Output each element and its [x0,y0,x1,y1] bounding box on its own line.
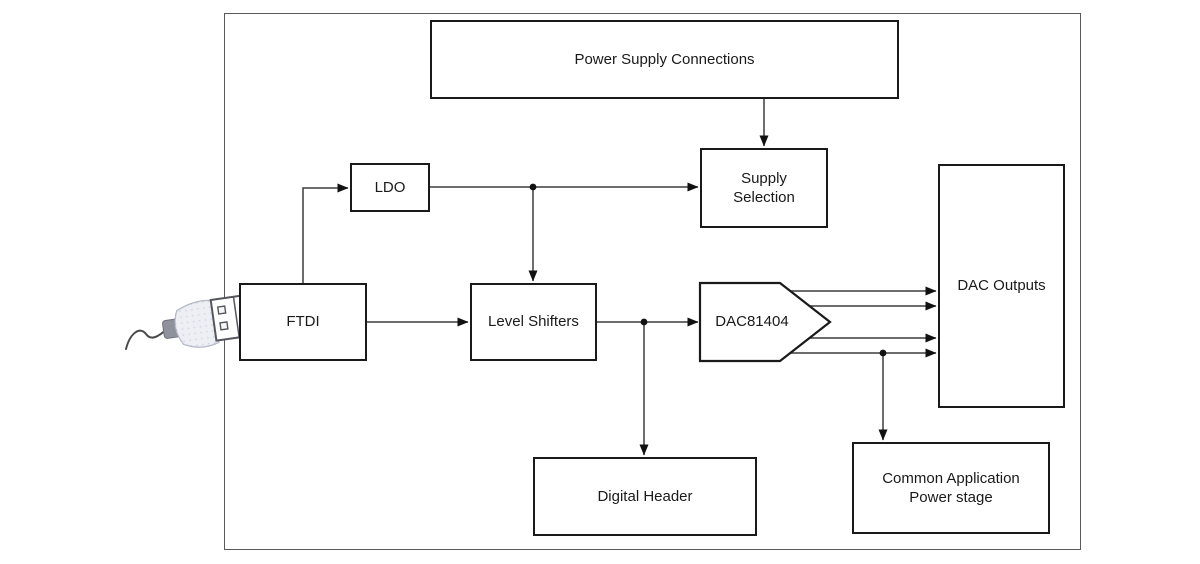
block-label: Digital Header [597,487,693,505]
block-common-application-power-stage: Common Application Power stage [852,442,1050,534]
junction-dot-output4-line [879,349,887,357]
junction-dot-spi-line [640,318,648,326]
block-label: Power Supply Connections [574,50,755,68]
block-dac81404-shape [698,281,832,363]
block-level-shifters: Level Shifters [470,283,597,361]
block-digital-header: Digital Header [533,457,757,536]
block-label: FTDI [286,313,320,331]
block-dac-outputs: DAC Outputs [938,164,1065,408]
block-label-line2: Power stage [909,489,993,506]
block-label: LDO [374,178,406,196]
block-supply-selection: Supply Selection [700,148,828,228]
block-ldo: LDO [350,163,430,212]
block-label: Level Shifters [488,313,579,331]
junction-dot-ldo-line [529,183,537,191]
usb-plug-icon [125,294,249,350]
block-power-supply-connections: Power Supply Connections [430,20,899,99]
wire-ftdi-to-ldo [302,183,349,283]
block-ftdi: FTDI [239,283,367,361]
block-label: DAC Outputs [957,277,1046,295]
block-label-line2: Selection [733,189,795,206]
block-label-line1: Common Application [882,469,1020,487]
block-label-line1: Supply [741,169,787,187]
